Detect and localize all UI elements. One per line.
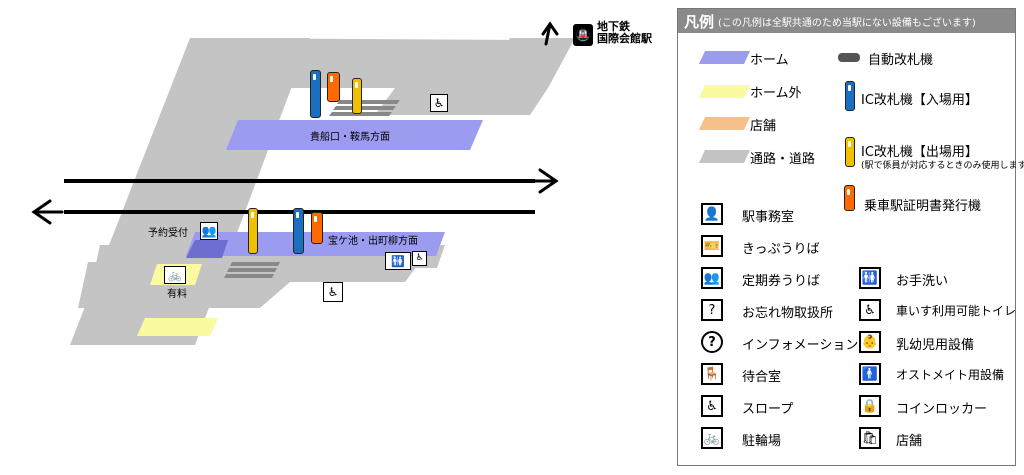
legend-label-slope: スロープ <box>742 402 794 417</box>
baby-facilities-icon: 👶 <box>859 331 881 353</box>
bicycle-parking-icon: 🚲 <box>701 427 723 449</box>
ostomate-icon: 🚹 <box>859 363 881 385</box>
ticket-counter-icon: 🎫 <box>701 235 723 257</box>
passage-top-diagonal <box>375 88 548 115</box>
platform-upper <box>226 120 483 150</box>
wheelchair-toilet-icon: ♿ <box>859 299 881 321</box>
ic-gate-exit-icon <box>845 137 855 167</box>
waiting-room-icon: 🪑 <box>701 363 723 385</box>
legend-label-platform: ホーム <box>750 53 789 68</box>
coin-locker-icon: 🔒 <box>859 395 881 417</box>
legend-label-commuter: 定期券うりば <box>742 274 821 289</box>
legend-label-auto-gate: 自動改札機 <box>868 53 934 68</box>
legend-title: 凡例 <box>684 12 715 31</box>
passage-areas <box>70 38 575 345</box>
certificate-machine-icon <box>844 185 855 211</box>
commuter-pass-counter-icon: 👥 <box>701 267 723 289</box>
legend-label-outside: ホーム外 <box>750 86 802 101</box>
legend-swatch-shop <box>698 117 751 130</box>
legend-label-ic-exit-note: (駅で係員が対応するときのみ使用します) <box>861 161 1024 171</box>
legend-label-shop-facility: 店舗 <box>896 434 923 449</box>
reservation-label: 予約受付 <box>148 226 188 239</box>
legend-label-bicycle: 駐輪場 <box>742 434 782 449</box>
wheelchair-toilet-icon: ♿ <box>412 251 427 266</box>
legend-label-certificate: 乗車駅証明書発行機 <box>864 199 982 214</box>
ic-gate-entry <box>310 70 321 118</box>
bicycle-parking-icon: 🚲 <box>164 266 186 284</box>
station-map: 貴船口・鞍馬方面 宝ケ池・出町柳方面 予約受付 有料 <box>31 21 575 345</box>
paid-label: 有料 <box>167 287 187 300</box>
legend-label-info: インフォメーション <box>742 338 859 353</box>
platform-lower-label: 宝ケ池・出町柳方面 <box>328 234 418 247</box>
legend-note: (この凡例は全駅共通のため当駅にない設備もございます) <box>718 17 976 29</box>
slope-icon: ♿ <box>701 395 723 417</box>
ic-gate-entry <box>293 208 304 254</box>
legend-label-baby: 乳幼児用設備 <box>896 338 975 353</box>
lost-and-found-icon: ? <box>701 299 723 321</box>
ticket-certificate-machine <box>327 72 340 102</box>
restroom-icon: 🚻 <box>385 252 411 270</box>
legend-swatch-passage <box>698 150 751 163</box>
passage-top-band <box>190 38 548 88</box>
legend-label-restroom: お手洗い <box>896 274 949 289</box>
legend-label-shop: 店舗 <box>750 119 777 134</box>
legend-label-ic-exit: IC改札機【出場用】 <box>861 145 978 160</box>
stairs-upper <box>329 100 400 116</box>
passage-top-right <box>480 38 575 88</box>
legend-panel: 凡例 (この凡例は全駅共通のため当駅にない設備もございます) ホーム ホーム外 … <box>677 8 1024 466</box>
slope-icon: ♿ <box>430 94 448 112</box>
legend-swatch-outside <box>698 85 751 98</box>
legend-label-passage: 通路・道路 <box>750 152 816 167</box>
legend-label-waiting: 待合室 <box>742 370 782 385</box>
automatic-gate-icon <box>838 53 860 62</box>
legend-label-locker: コインロッカー <box>896 402 988 417</box>
subway-label: 地下鉄 国際会館駅 <box>597 20 652 45</box>
slope-icon: ♿ <box>323 282 343 302</box>
stairs-lower <box>224 262 280 278</box>
legend-header: 凡例 (この凡例は全駅共通のため当駅にない設備もございます) <box>678 9 1015 33</box>
legend-swatch-platform <box>698 51 751 64</box>
ic-gate-exit <box>352 78 362 114</box>
legend-label-ostomate: オストメイト用設備 <box>896 368 1005 382</box>
legend-label-wheelchair: 車いす利用可能トイレ <box>896 304 1017 318</box>
information-icon: ? <box>701 331 723 353</box>
reservation-area <box>186 240 228 258</box>
ticket-certificate-machine <box>311 212 323 244</box>
outside-platform-bottom <box>137 318 218 336</box>
ic-gate-entry-icon <box>845 81 855 111</box>
legend-label-lost: お忘れ物取扱所 <box>742 306 834 321</box>
commuter-pass-counter-icon: 👥 <box>200 222 218 240</box>
legend-label-ticket: きっぷうりば <box>742 242 820 257</box>
platform-upper-label: 貴船口・鞍馬方面 <box>310 130 390 143</box>
direction-arrows <box>31 21 559 225</box>
restroom-icon: 🚻 <box>859 267 881 289</box>
legend-label-office: 駅事務室 <box>742 210 795 225</box>
station-office-icon: 👤 <box>701 203 723 225</box>
subway-icon: 🚇 <box>573 24 593 46</box>
ic-gate-exit <box>248 208 258 254</box>
legend-label-ic-entry: IC改札機【入場用】 <box>861 93 978 108</box>
shop-icon: 🛍 <box>859 427 881 449</box>
